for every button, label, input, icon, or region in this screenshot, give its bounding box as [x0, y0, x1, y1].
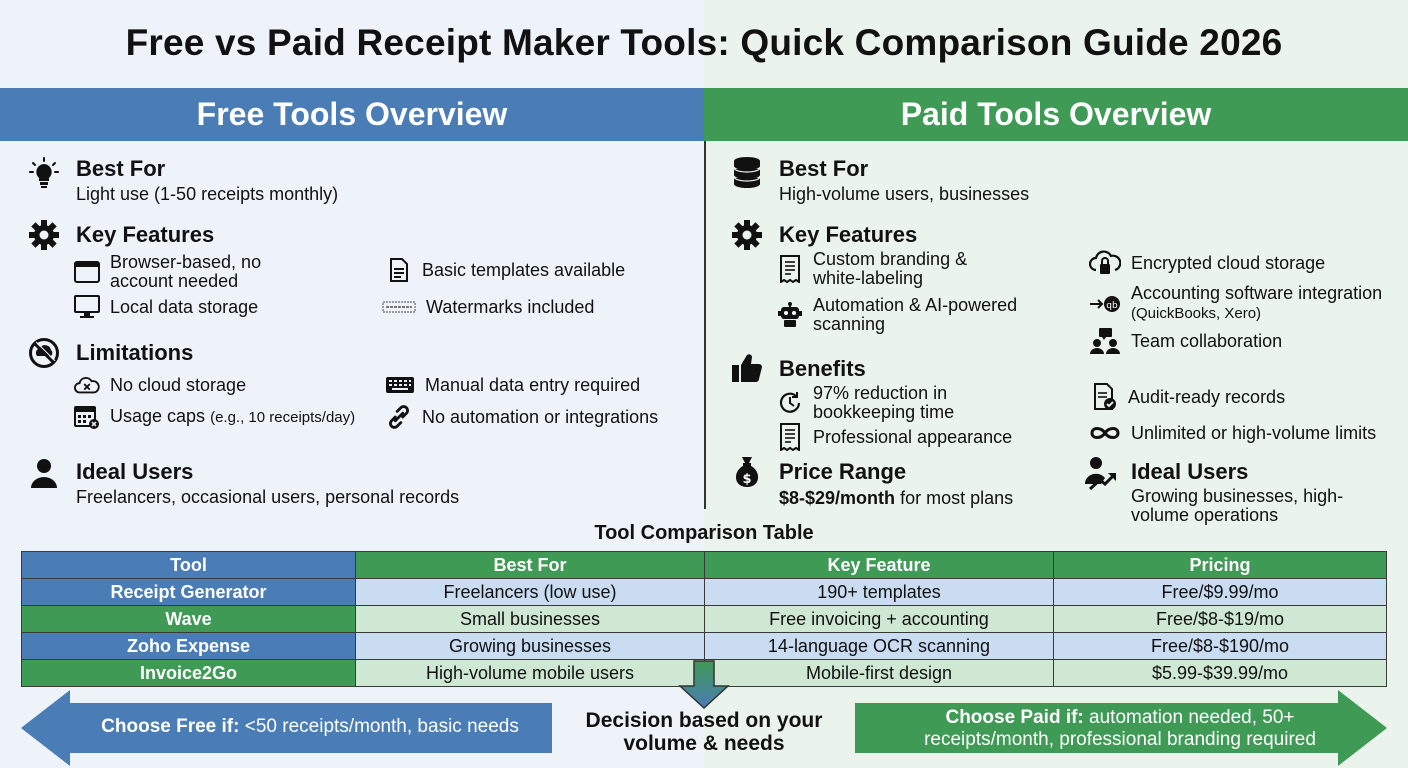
table-header-row: Tool Best For Key Feature Pricing: [21, 551, 1387, 579]
comparison-table: Tool Best For Key Feature Pricing Receip…: [21, 551, 1387, 687]
free-limitations-heading: Limitations: [76, 340, 194, 365]
paid-tools-banner: Paid Tools Overview: [704, 88, 1408, 141]
table-row: Zoho Expense Growing businesses 14-langu…: [21, 632, 1387, 660]
tool-name: Zoho Expense: [21, 632, 356, 660]
free-ideal-users-text: Freelancers, occasional users, personal …: [76, 487, 460, 507]
user-icon: [27, 456, 61, 490]
paid-arrow-shape: [855, 690, 1387, 766]
infinity-icon: [1089, 420, 1121, 446]
cloud-lock-icon: [1089, 250, 1121, 276]
free-feature-templates: Basic templates available: [386, 257, 625, 283]
svg-text:$: $: [742, 472, 751, 487]
best-for-cell: Growing businesses: [355, 632, 705, 660]
prohibited-icon: [27, 336, 61, 370]
key-feature-cell: 190+ templates: [704, 578, 1054, 606]
paid-benefit-audit: Audit-ready records: [1092, 383, 1285, 410]
free-feature-watermarks: Watermarks included: [382, 294, 594, 320]
table-row: Wave Small businesses Free invoicing + a…: [21, 605, 1387, 633]
free-feature-local-storage: Local data storage: [74, 294, 258, 320]
down-arrow-icon: [678, 660, 730, 710]
lightbulb-icon: [27, 156, 61, 190]
document-check-icon: [1092, 383, 1118, 410]
key-feature-cell: Mobile-first design: [704, 659, 1054, 687]
table-title: Tool Comparison Table: [594, 522, 814, 544]
browser-window-icon: [74, 259, 100, 285]
free-ideal-users-heading: Ideal Users: [76, 459, 194, 484]
receipt-icon: [777, 423, 803, 451]
tool-name: Receipt Generator: [21, 578, 356, 606]
integration-icon: qb: [1089, 291, 1121, 317]
paid-best-for-text: High-volume users, businesses: [779, 184, 1030, 204]
free-best-for-heading: Best For: [76, 156, 166, 181]
team-icon: [1089, 328, 1121, 354]
paid-best-for-heading: Best For: [779, 156, 869, 181]
free-key-features-heading: Key Features: [76, 222, 215, 247]
svg-text:qb: qb: [1106, 301, 1118, 311]
best-for-cell: High-volume mobile users: [355, 659, 705, 687]
paid-price-range-heading: Price Range: [779, 459, 907, 484]
gear-icon: [27, 218, 61, 252]
choose-free-text: Choose Free if: <50 receipts/month, basi…: [101, 716, 519, 737]
choose-paid-text: Choose Paid if: automation needed, 50+ r…: [924, 707, 1316, 750]
paid-benefits-heading: Benefits: [779, 356, 866, 381]
watermark-icon: [382, 294, 416, 320]
broken-link-icon: [386, 404, 412, 430]
money-bag-icon: $: [730, 455, 764, 489]
paid-feature-branding: Custom branding & white-labeling: [777, 250, 1013, 288]
header-tool: Tool: [21, 551, 356, 579]
key-feature-cell: 14-language OCR scanning: [704, 632, 1054, 660]
paid-price-range-text: $8-$29/month for most plans: [779, 488, 1014, 508]
table-row: Receipt Generator Freelancers (low use) …: [21, 578, 1387, 606]
paid-benefit-unlimited: Unlimited or high-volume limits: [1089, 420, 1376, 446]
clock-icon: [777, 390, 803, 416]
coin-stack-icon: [730, 156, 764, 190]
free-arrow-shape: [21, 690, 552, 766]
free-best-for-text: Light use (1-50 receipts monthly): [76, 184, 339, 204]
header-best-for: Best For: [355, 551, 705, 579]
paid-feature-accounting: qb Accounting software integration (Quic…: [1089, 284, 1391, 323]
pricing-cell: $5.99-$39.99/mo: [1053, 659, 1387, 687]
paid-ideal-users-text: Growing businesses, high-volume operatio…: [1131, 486, 1344, 525]
paid-key-features-heading: Key Features: [779, 222, 918, 247]
document-icon: [386, 257, 412, 283]
free-limit-manual-entry: Manual data entry required: [385, 372, 640, 398]
free-tools-banner: Free Tools Overview: [0, 88, 704, 141]
header-pricing: Pricing: [1053, 551, 1387, 579]
pricing-cell: Free/$9.99/mo: [1053, 578, 1387, 606]
paid-benefit-professional: Professional appearance: [777, 423, 1012, 451]
free-limit-no-cloud: No cloud storage: [74, 372, 246, 398]
header-key-feature: Key Feature: [704, 551, 1054, 579]
column-divider: [704, 141, 706, 509]
table-row: Invoice2Go High-volume mobile users Mobi…: [21, 659, 1387, 687]
paid-benefit-time: 97% reduction in bookkeeping time: [777, 384, 993, 422]
free-limit-no-automation: No automation or integrations: [386, 404, 658, 430]
paid-feature-automation: Automation & AI-powered scanning: [777, 296, 1043, 334]
best-for-cell: Small businesses: [355, 605, 705, 633]
free-feature-browser: Browser-based, no account needed: [74, 253, 374, 291]
calendar-x-icon: [74, 404, 100, 430]
decision-center-text: Decision based on your volume & needs: [585, 709, 823, 755]
paid-feature-cloud-storage: Encrypted cloud storage: [1089, 250, 1325, 276]
pricing-cell: Free/$8-$19/mo: [1053, 605, 1387, 633]
tool-name: Invoice2Go: [21, 659, 356, 687]
page-title: Free vs Paid Receipt Maker Tools: Quick …: [125, 22, 1283, 63]
tool-name: Wave: [21, 605, 356, 633]
decision-arrows: [21, 660, 1387, 766]
free-limit-usage-caps: Usage caps (e.g., 10 receipts/day): [74, 404, 355, 430]
robot-icon: [777, 302, 803, 328]
keyboard-icon: [385, 372, 415, 398]
user-growth-icon: [1084, 456, 1118, 490]
receipt-icon: [777, 255, 803, 283]
pricing-cell: Free/$8-$190/mo: [1053, 632, 1387, 660]
cloud-x-icon: [74, 372, 100, 398]
paid-feature-team: Team collaboration: [1089, 328, 1282, 354]
gear-icon: [730, 218, 764, 252]
paid-ideal-users-heading: Ideal Users: [1131, 459, 1249, 484]
monitor-icon: [74, 294, 100, 320]
best-for-cell: Freelancers (low use): [355, 578, 705, 606]
key-feature-cell: Free invoicing + accounting: [704, 605, 1054, 633]
thumbs-up-icon: [730, 350, 764, 384]
